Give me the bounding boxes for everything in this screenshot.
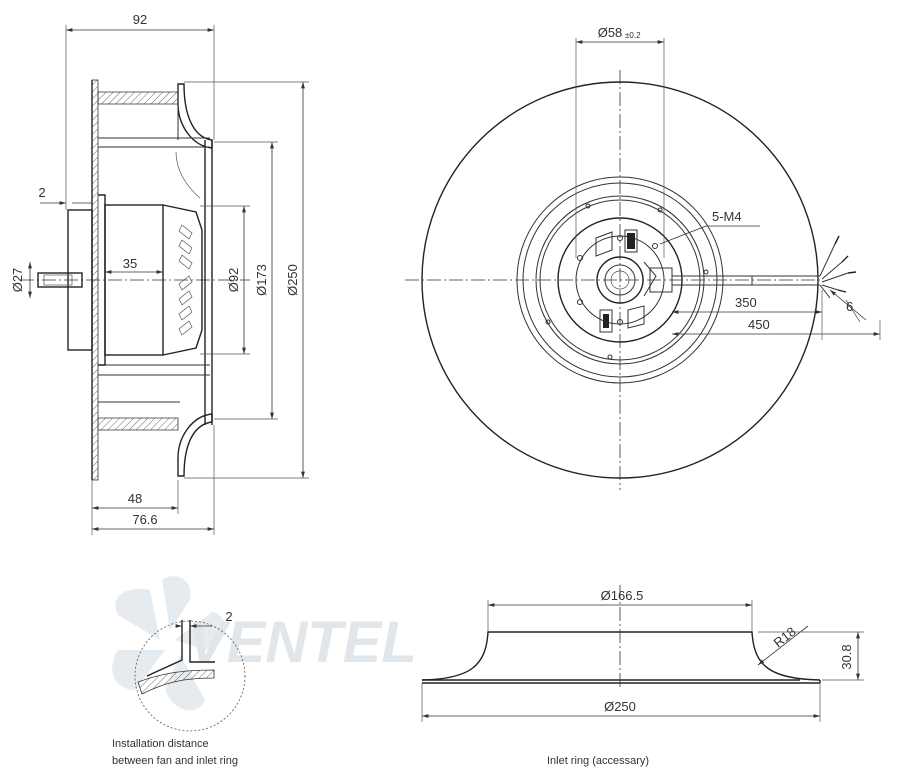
ring-dim-outer-dia: Ø250 [604, 699, 636, 714]
detail-caption-line1: Installation distance [112, 738, 209, 750]
detail-dim-gap: 2 [225, 609, 232, 624]
dim-bolt-circle: Ø58 [598, 25, 623, 40]
dim-bolt-tolerance: ±0.2 [625, 31, 641, 40]
detail-caption-line2: between fan and inlet ring [112, 755, 238, 767]
ring-profile [421, 631, 821, 681]
dim-shaft-dia: Ø27 [10, 268, 25, 293]
front-view: Ø58 ±0.2 5-M4 350 450 6 [405, 25, 881, 490]
motor-vents [178, 224, 193, 336]
dim-inlet-dia: Ø173 [254, 264, 269, 296]
dim-threads: 5-M4 [712, 209, 742, 224]
inlet-ring-view: Ø166.5 R18 30.8 Ø250 Inlet ring (accessa… [421, 585, 864, 767]
dim-strip: 6 [846, 299, 853, 314]
watermark-logo: VENTEL [112, 576, 417, 711]
watermark-text: VENTEL [188, 610, 417, 675]
dim-cable-450: 450 [748, 317, 770, 332]
mount-holes [545, 203, 709, 360]
ring-dim-inner-dia: Ø166.5 [601, 588, 644, 603]
dim-depth-48: 48 [128, 491, 142, 506]
fan-blade-icon [112, 576, 225, 711]
detail-view: 2 Installation distance between fan and … [112, 609, 246, 767]
ring-dim-height: 30.8 [839, 644, 854, 669]
ring-dim-radius: R18 [771, 624, 799, 651]
dim-depth-766: 76.6 [132, 512, 157, 527]
dim-motor-dia: Ø92 [226, 268, 241, 293]
dim-hub-depth: 35 [123, 256, 137, 271]
dim-width: 92 [133, 12, 147, 27]
top-rim [97, 91, 179, 105]
ring-caption: Inlet ring (accessary) [547, 755, 649, 767]
side-view: 92 2 Ø27 35 Ø92 Ø173 Ø250 48 76.6 [10, 12, 309, 535]
dim-cable-350: 350 [735, 295, 757, 310]
dim-outer-dia: Ø250 [285, 264, 300, 296]
dim-gap: 2 [38, 185, 45, 200]
bottom-rim [97, 417, 179, 431]
